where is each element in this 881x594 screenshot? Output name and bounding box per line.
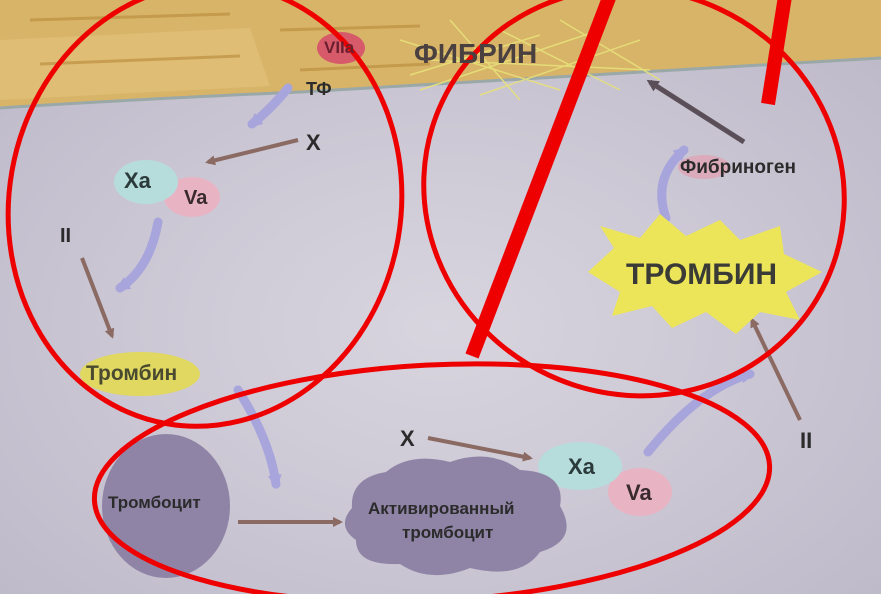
label-activated-platelet-2: тромбоцит [402,523,494,542]
label-ii-right: II [800,428,813,453]
arrow-x-to-xa-top [205,138,299,166]
label-viia: VIIa [324,38,355,57]
highlight-slash [465,0,616,359]
va-molecule-top [164,177,220,217]
arrow-xa-to-ii [115,217,163,293]
label-fibrinogen: Фибриноген [680,157,796,178]
arrow-ii-to-thrombin-big [750,317,802,421]
activated-platelet-cell [344,456,567,576]
label-va-bottom: Va [626,480,652,505]
fibrinogen-molecule [678,155,730,179]
arrow-thrombin-to-fibrinogen [657,145,689,223]
highlight-ellipse-bottom [91,361,773,594]
brown-arrows [80,138,802,527]
thrombin-burst [588,214,822,334]
thrombin-small-blob [80,352,200,396]
label-tf: ТФ [306,79,332,99]
label-xa-bottom: Xa [568,454,595,479]
label-platelet: Тромбоцит [108,493,201,512]
arrow-fibrinogen-to-fibrin [646,79,746,145]
label-x-top: X [306,130,321,155]
vessel-wall [0,0,881,110]
arrow-tf-to-x [247,83,293,129]
highlight-ellipse-right [421,0,847,399]
xa-molecule-bottom [538,442,622,490]
label-activated-platelet-1: Активированный [368,499,515,518]
label-x-bottom: X [400,426,415,451]
arrow-ii-to-thrombin [80,257,115,339]
label-thrombin-small: Тромбин [86,362,178,385]
label-fibrin: ФИБРИН [414,38,538,69]
va-molecule-bottom [608,468,672,516]
xa-molecule-top [114,160,178,204]
label-xa-top: Xa [124,168,151,193]
highlight-bar [761,0,792,106]
fibrin-mesh [399,19,661,101]
label-ii-left: II [60,225,72,247]
platelet-cell [102,434,230,578]
arrow-x-to-xa-bottom [427,436,533,462]
label-va-top: Va [184,187,208,209]
label-thrombin-big: ТРОМБИН [626,258,778,291]
arrow-thrombin-to-activated [233,385,282,489]
